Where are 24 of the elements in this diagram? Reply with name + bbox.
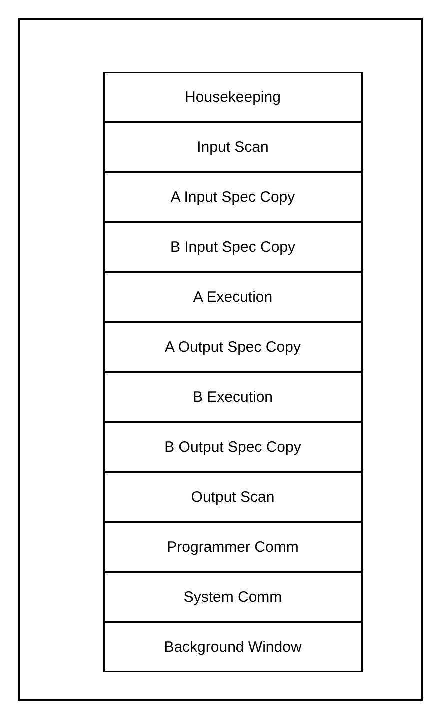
segment-label: B Input Spec Copy xyxy=(170,238,296,256)
stack-segment xyxy=(103,572,363,622)
segment-label: B Output Spec Copy xyxy=(164,438,302,456)
stack-segment xyxy=(103,72,363,122)
segment-label: Input Scan xyxy=(197,138,269,156)
segment-label: Background Window xyxy=(164,638,302,656)
segment-label: Programmer Comm xyxy=(167,538,299,556)
stack-segment xyxy=(103,372,363,422)
stack-segment xyxy=(103,272,363,322)
segment-label: A Input Spec Copy xyxy=(170,188,296,206)
segment-label: A Execution xyxy=(193,288,273,306)
stack-segment xyxy=(103,622,363,672)
segment-label: B Execution xyxy=(192,388,274,406)
stack-segment xyxy=(103,522,363,572)
segment-label: Housekeeping xyxy=(185,88,281,106)
stack-segment xyxy=(103,172,363,222)
segment-label: A Output Spec Copy xyxy=(165,338,301,356)
stack-segment xyxy=(103,422,363,472)
stack-segment xyxy=(103,472,363,522)
segment-label: Output Scan xyxy=(191,488,275,506)
stack-segment xyxy=(103,322,363,372)
stack-segment xyxy=(103,222,363,272)
stack-segment xyxy=(103,122,363,172)
segment-label: System Comm xyxy=(184,588,282,606)
